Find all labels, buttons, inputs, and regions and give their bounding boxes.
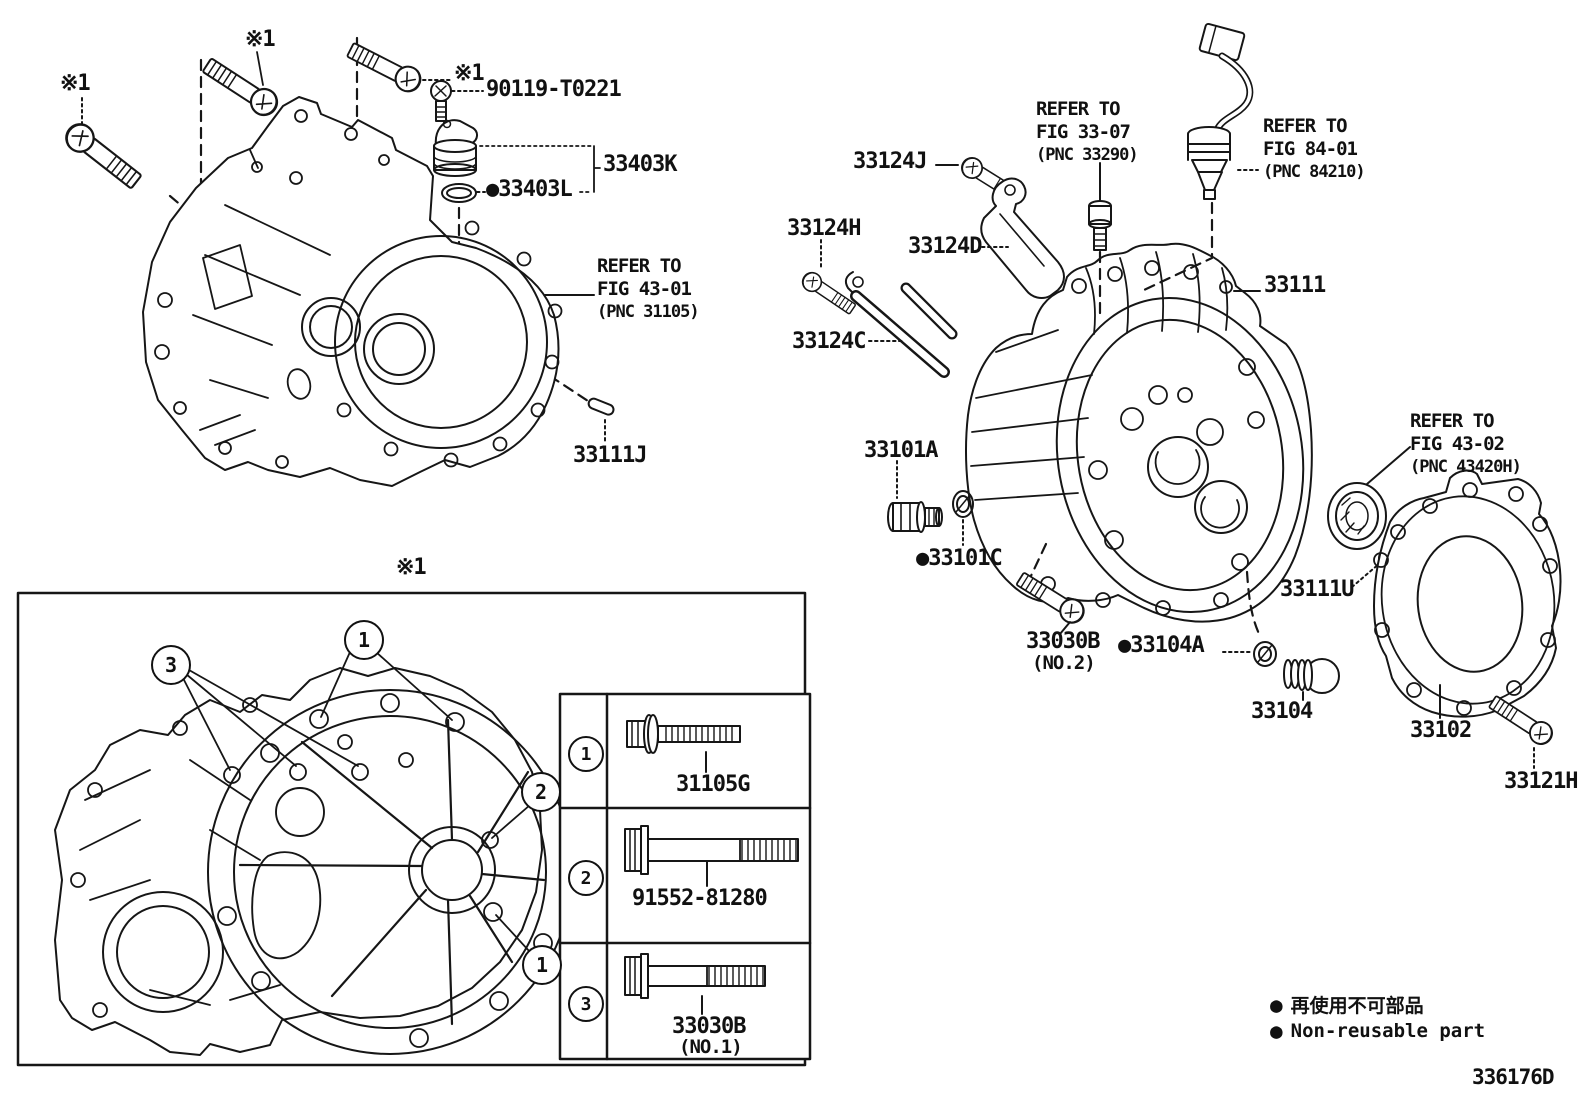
non-reusable-bullet-icon: ● [1270, 992, 1283, 1017]
refer-line: FIG 33-07 [1036, 121, 1131, 143]
table-part-33030B-note: (NO.1) [679, 1036, 743, 1058]
table-bolt-33030B [624, 953, 766, 1015]
refer-block-fig84-01: REFER TO FIG 84-01 (PNC 84210) [1263, 115, 1366, 184]
clutch-housing-drawing [142, 96, 595, 487]
callout-circle-1: 1 [344, 620, 384, 660]
legend-row-en: ● Non-reusable part [1270, 1019, 1485, 1043]
shift-lever-33124D [980, 177, 1065, 299]
part-label-33124D: 33124D [908, 234, 982, 259]
part-label-90119-T0221: 90119-T0221 [486, 77, 622, 102]
note-marker-box: ※1 [396, 555, 427, 580]
refer-line: (PNC 33290) [1036, 145, 1139, 165]
refer-line: (PNC 31105) [597, 302, 700, 322]
case-cover-33102 [1373, 469, 1562, 719]
part-label-33101C: ●33101C [916, 546, 1003, 571]
refer-line: FIG 43-02 [1410, 433, 1505, 455]
table-row-number-2: 2 [568, 860, 604, 896]
oil-filler-neck [433, 119, 478, 177]
bracket-33403K [479, 145, 601, 193]
table-bolt-91552 [624, 825, 799, 887]
filler-o-ring [441, 183, 486, 203]
breather-stud-33290 [1088, 162, 1112, 251]
refer-line: REFER TO [1410, 410, 1495, 432]
part-label-33111J: 33111J [573, 443, 647, 468]
refer-line: FIG 43-01 [597, 278, 692, 300]
part-label-33403L: ●33403L [486, 177, 573, 202]
asterisk-bolts [59, 37, 452, 194]
case-dashed-leads [1028, 201, 1263, 640]
part-label-33030B-no2: 33030B [1026, 629, 1100, 654]
part-label-33102: 33102 [1410, 718, 1472, 743]
part-label-33104A: ●33104A [1118, 633, 1205, 658]
part-label-33104: 33104 [1251, 699, 1313, 724]
legend-text-en: Non-reusable part [1290, 1020, 1486, 1042]
legend-row-jp: ● 再使用不可部品 [1270, 991, 1424, 1018]
dowel-pin-33111J [587, 397, 615, 443]
table-part-91552-81280: 91552-81280 [632, 886, 768, 911]
note-marker-mid: ※1 [245, 27, 276, 52]
oil-seal-43420H [1327, 446, 1411, 550]
refer-block-fig33-07: REFER TO FIG 33-07 (PNC 33290) [1036, 98, 1139, 167]
part-label-33121H: 33121H [1504, 769, 1578, 794]
figure-code: 336176D [1472, 1065, 1555, 1089]
table-part-33030B: 33030B [672, 1014, 746, 1039]
note-marker-right: ※1 [454, 61, 485, 86]
note-marker-left: ※1 [60, 71, 91, 96]
filler-plug-33101A [887, 460, 943, 533]
refer-block-fig43-02: REFER TO FIG 43-02 (PNC 43420H) [1410, 410, 1522, 479]
callout-circle-2: 2 [521, 772, 561, 812]
cover-bolt-33121H [1485, 691, 1558, 769]
non-reusable-bullet-icon: ● [1270, 1019, 1283, 1043]
part-label-33124C: 33124C [792, 329, 866, 354]
case-bolt-33030B-no2 [1012, 567, 1090, 635]
plug-gasket-33101C [952, 490, 974, 546]
refer-line: (PNC 43420H) [1410, 457, 1522, 477]
part-label-33101A: 33101A [864, 438, 938, 463]
detail-case-rear-view [54, 667, 573, 1056]
table-bolt-31105G [626, 714, 741, 773]
refer-line: REFER TO [1036, 98, 1121, 120]
legend-text-jp: 再使用不可部品 [1290, 995, 1424, 1017]
back-up-lamp-switch-84210 [1187, 22, 1259, 200]
part-label-33124J: 33124J [853, 149, 927, 174]
callout-circle-3: 3 [151, 645, 191, 685]
shift-fork-33124C [844, 271, 958, 378]
drain-plug-33104 [1283, 658, 1340, 701]
table-row-number-3: 3 [568, 986, 604, 1022]
refer-line: REFER TO [597, 255, 682, 277]
part-label-33030B-no2-note: (NO.2) [1032, 652, 1096, 674]
part-label-33111U: 33111U [1280, 577, 1354, 602]
refer-line: REFER TO [1263, 115, 1348, 137]
callout-leader-lines [182, 651, 531, 953]
shift-bracket-bolt-33124J [935, 153, 1024, 206]
part-label-33403K: 33403K [603, 152, 677, 177]
refer-line: FIG 84-01 [1263, 138, 1358, 160]
transaxle-case-drawing [965, 242, 1313, 623]
refer-block-fig43-01: REFER TO FIG 43-01 (PNC 31105) [597, 255, 700, 324]
bracket-bolt-33124H [798, 239, 859, 318]
part-label-33111: 33111 [1264, 273, 1326, 298]
refer-line: (PNC 84210) [1263, 162, 1366, 182]
part-label-33124H: 33124H [787, 216, 861, 241]
filler-bolt-90119 [430, 80, 484, 122]
callout-circle-1b: 1 [522, 945, 562, 985]
drain-plug-gasket-33104A [1222, 641, 1277, 667]
table-row-number-1: 1 [568, 736, 604, 772]
table-part-31105G: 31105G [676, 772, 750, 797]
